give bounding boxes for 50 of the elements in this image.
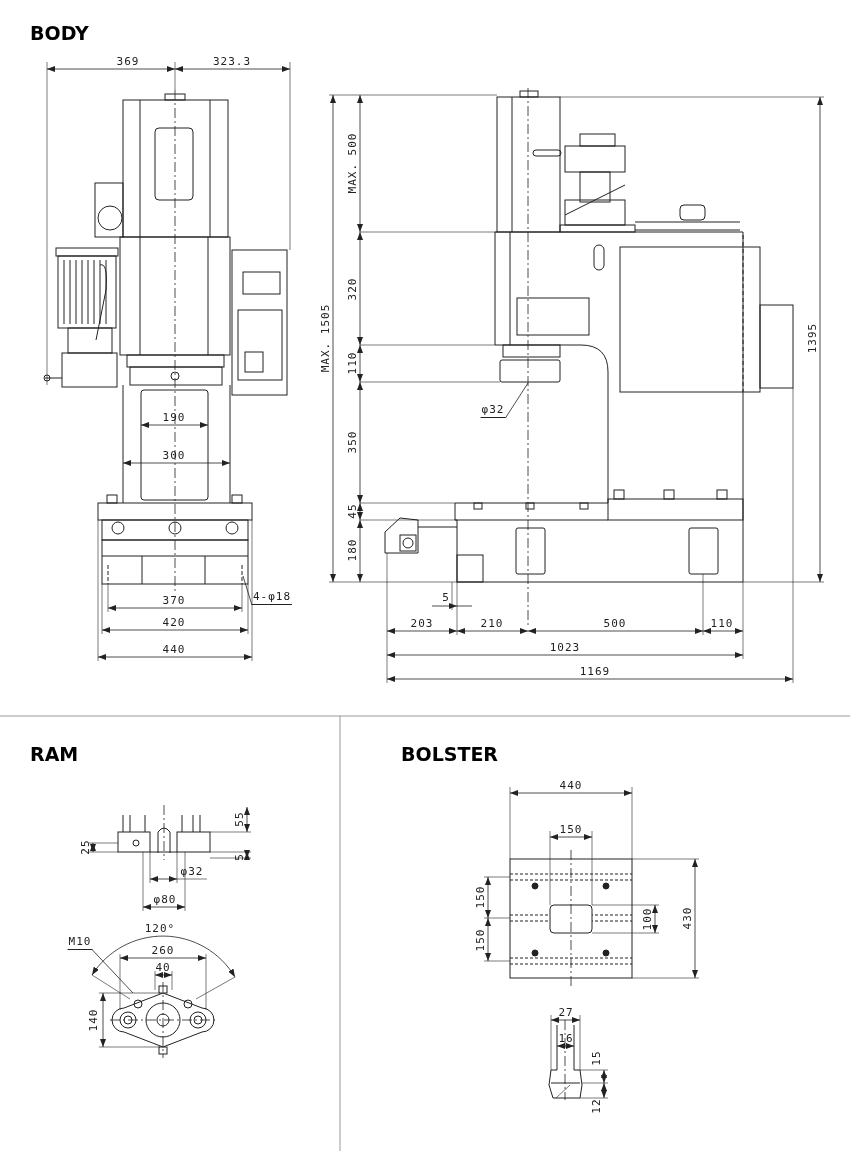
dimension-text: 1169 <box>579 665 611 677</box>
dimension-text: 350 <box>346 430 358 454</box>
dimension-text: φ32 <box>180 865 204 877</box>
dimension-text: 100 <box>641 907 653 931</box>
dimension-text: φ80 <box>153 893 177 905</box>
dimension-text: 430 <box>681 906 693 930</box>
leader-line <box>92 949 134 994</box>
leader-line <box>505 382 529 419</box>
dimension-text: 440 <box>559 779 583 791</box>
dimension-text: 5 <box>233 853 245 861</box>
dimension-text: 260 <box>151 944 175 956</box>
leader-label: 4-φ18 <box>251 591 293 605</box>
dimension-text: 27 <box>558 1006 574 1018</box>
dimension-text: 110 <box>710 617 734 629</box>
dimension-text: 300 <box>162 449 186 461</box>
dimension-text: 25 <box>79 839 91 855</box>
dimension-text: 1023 <box>549 641 581 653</box>
dimension-text: 40 <box>155 961 171 973</box>
dimension-text: 440 <box>162 643 186 655</box>
dimension-text: 110 <box>346 351 358 375</box>
dimension-text: 180 <box>346 538 358 562</box>
leader-line <box>242 575 253 606</box>
leader-label: φ32 <box>480 404 506 418</box>
dimension-text: 369 <box>116 55 140 67</box>
dimension-text: 420 <box>162 616 186 628</box>
dimension-text: 55 <box>233 811 245 827</box>
dimension-text: 15 <box>590 1050 602 1066</box>
dimension-text: 500 <box>603 617 627 629</box>
dimension-text: 320 <box>346 277 358 301</box>
dimension-text: 16 <box>558 1032 574 1044</box>
leader-label: M10 <box>67 936 93 950</box>
dimension-text: 5 <box>442 591 450 603</box>
dimension-text: 210 <box>480 617 504 629</box>
dimension-text: 150 <box>474 928 486 952</box>
dimension-text: 45 <box>346 503 358 519</box>
dimension-text: 190 <box>162 411 186 423</box>
dimension-text: 1395 <box>806 322 818 354</box>
section-title: BODY <box>30 23 89 43</box>
dimension-text: 150 <box>559 823 583 835</box>
dimension-text: 12 <box>590 1098 602 1114</box>
dimension-text: 120° <box>144 922 176 934</box>
dimension-text: 323.3 <box>212 55 252 67</box>
dimension-text: 140 <box>87 1008 99 1032</box>
dimension-text: MAX. 500 <box>346 132 358 194</box>
section-title: BOLSTER <box>401 744 498 764</box>
section-title: RAM <box>30 744 79 764</box>
dimension-text: 150 <box>474 885 486 909</box>
dimension-text: MAX. 1505 <box>319 303 331 373</box>
dimension-text: 370 <box>162 594 186 606</box>
dimension-text: 203 <box>410 617 434 629</box>
